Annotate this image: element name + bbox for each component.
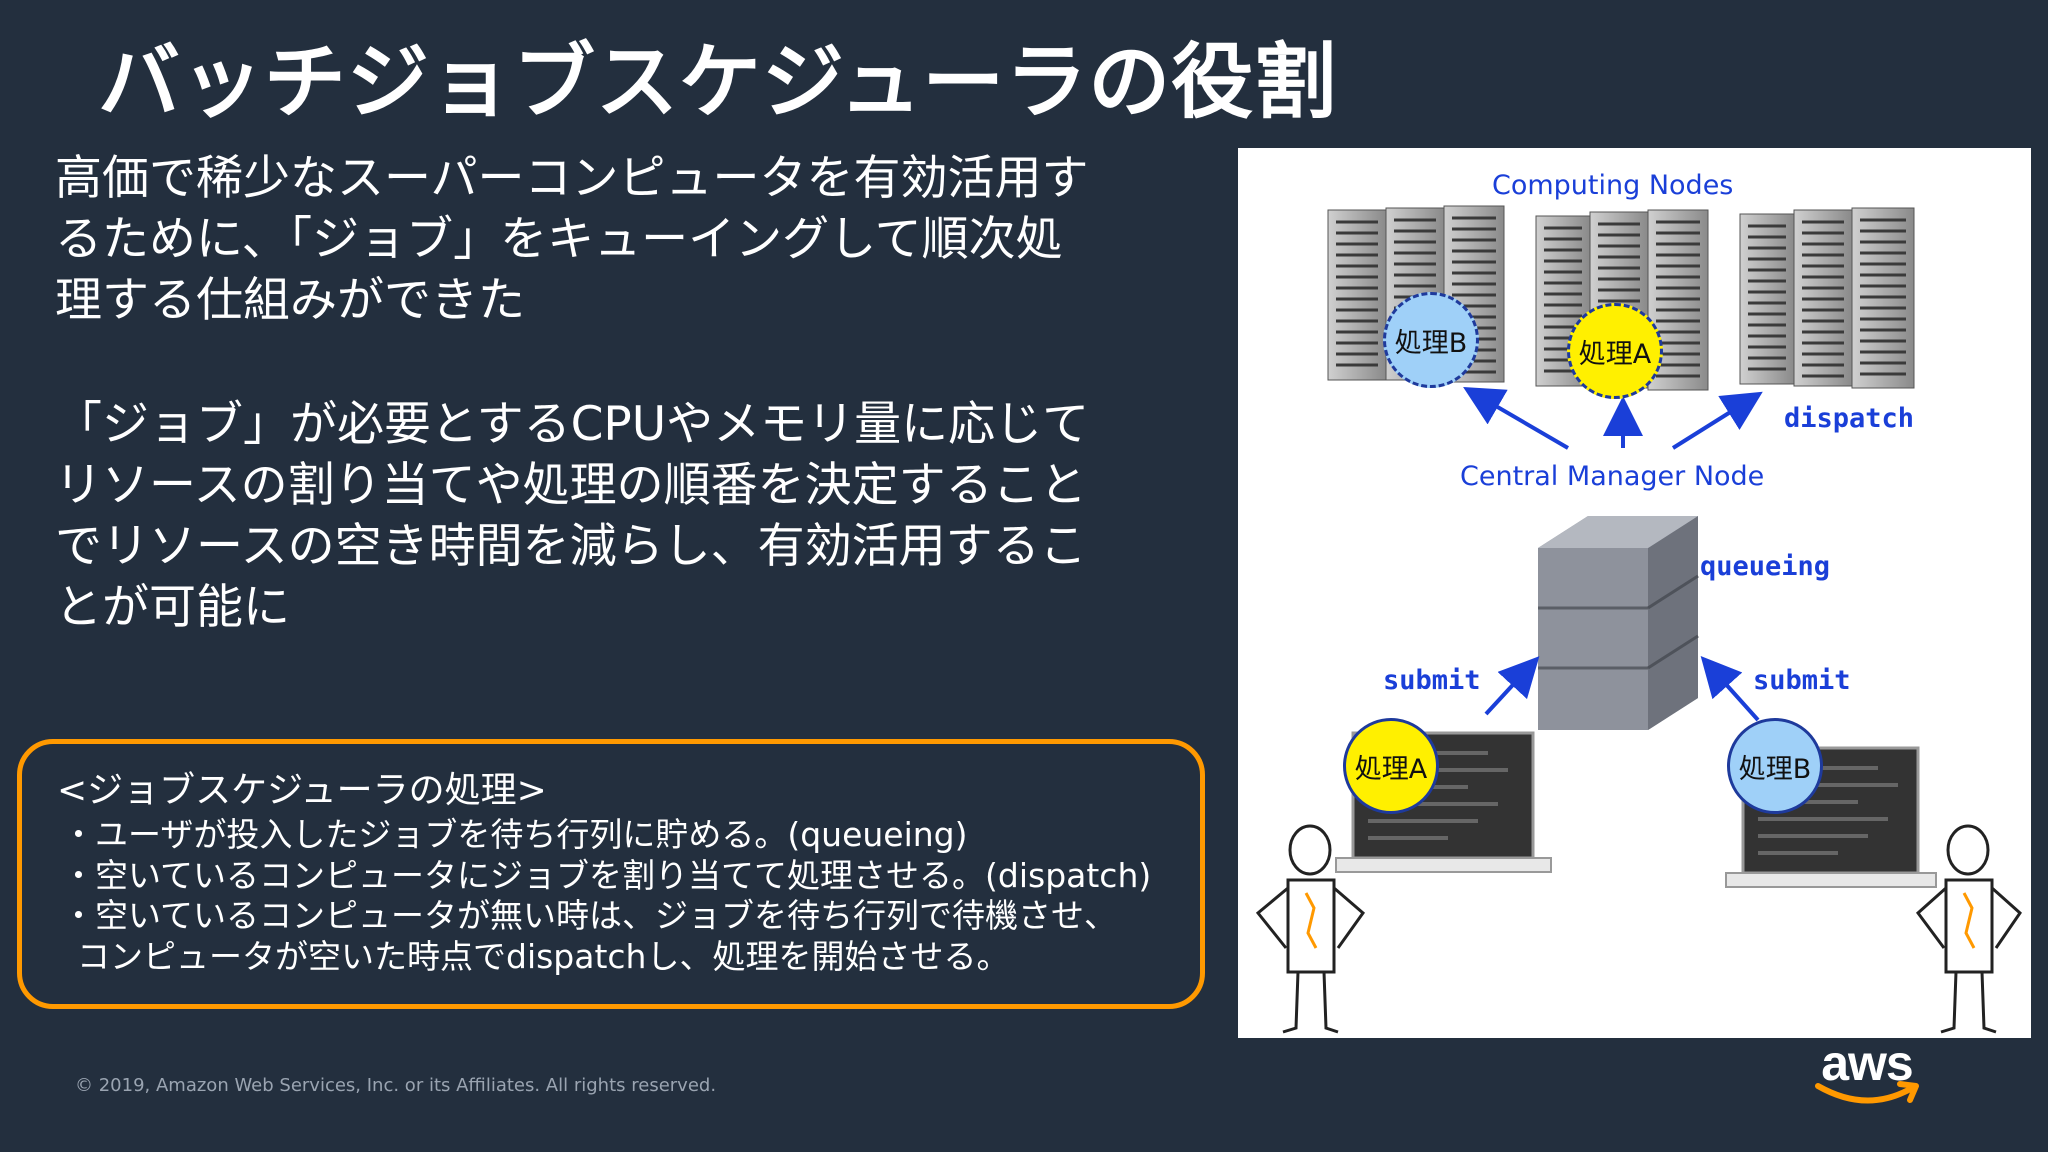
submit-arrow-right: [1700, 656, 1760, 722]
user-figure-left: [1255, 824, 1366, 1034]
process-line-wait: ・空いているコンピュータが無い時は、ジョブを待ち行列で待機させ、: [62, 896, 1118, 935]
process-line-queueing: ・ユーザが投入したジョブを待ち行列に貯める。(queueing): [62, 815, 968, 854]
diagram-arrows: [1463, 386, 1763, 722]
aws-smile-icon: [1815, 1081, 1919, 1104]
intro-line: 高価で稀少なスーパーコンピュータを有効活用す: [55, 151, 1089, 206]
job-b-bubble-top: 処理B: [1383, 292, 1479, 388]
dispatch-arrow-right: [1671, 391, 1763, 450]
computing-nodes-label: Computing Nodes: [1492, 170, 1734, 201]
resource-line: とが可能に: [55, 580, 290, 635]
central-manager-label: Central Manager Node: [1460, 461, 1765, 492]
dispatch-arrow-left: [1463, 386, 1570, 450]
resource-line: でリソースの空き時間を減らし、有効活用するこ: [55, 519, 1087, 574]
diagram-graphics: [1255, 205, 2022, 1034]
copyright-notice: © 2019, Amazon Web Services, Inc. or its…: [75, 1075, 717, 1096]
intro-line: るために、「ジョブ」をキューイングして順次処: [55, 212, 1063, 267]
job-scheduler-diagram: Computing Nodes Central Manager Node dis…: [1238, 148, 2031, 1038]
submit-arrow-left: [1484, 656, 1540, 716]
resource-line: リソースの割り当てや処理の順番を決定すること: [55, 458, 1087, 513]
central-manager-server: [1538, 516, 1699, 730]
job-a-bubble-top: 処理A: [1567, 303, 1663, 399]
aws-logo: aws: [1812, 1035, 1922, 1115]
job-a-bubble-bottom: 処理A: [1343, 718, 1439, 814]
intro-paragraph: 高価で稀少なスーパーコンピュータを有効活用す るために、「ジョブ」をキューイング…: [55, 148, 1205, 331]
job-b-bubble-bottom: 処理B: [1727, 718, 1823, 814]
dispatch-label: dispatch: [1784, 403, 1915, 434]
rack-slot-lines: [1336, 216, 1906, 380]
process-line-dispatch: ・空いているコンピュータにジョブを割り当てて処理させる。(dispatch): [62, 856, 1152, 895]
queueing-label: queueing: [1700, 551, 1831, 582]
submit-left-label: submit: [1383, 665, 1481, 696]
resource-line: 「ジョブ」が必要とするCPUやメモリ量に応じて: [55, 397, 1090, 452]
process-line-wait-cont: コンピュータが空いた時点でdispatchし、処理を開始させる。: [77, 937, 1010, 976]
intro-line: 理する仕組みができた: [55, 273, 525, 328]
user-figure-right: [1915, 824, 2022, 1034]
process-box-title: <ジョブスケジューラの処理>: [57, 770, 547, 811]
submit-right-label: submit: [1753, 665, 1851, 696]
scheduler-process-box: <ジョブスケジューラの処理> ・ユーザが投入したジョブを待ち行列に貯める。(qu…: [17, 739, 1205, 1009]
server-rack-group-right: [1739, 207, 1915, 389]
resource-paragraph: 「ジョブ」が必要とするCPUやメモリ量に応じて リソースの割り当てや処理の順番を…: [55, 394, 1205, 638]
slide-title: バッチジョブスケジューラの役割: [98, 35, 1338, 130]
